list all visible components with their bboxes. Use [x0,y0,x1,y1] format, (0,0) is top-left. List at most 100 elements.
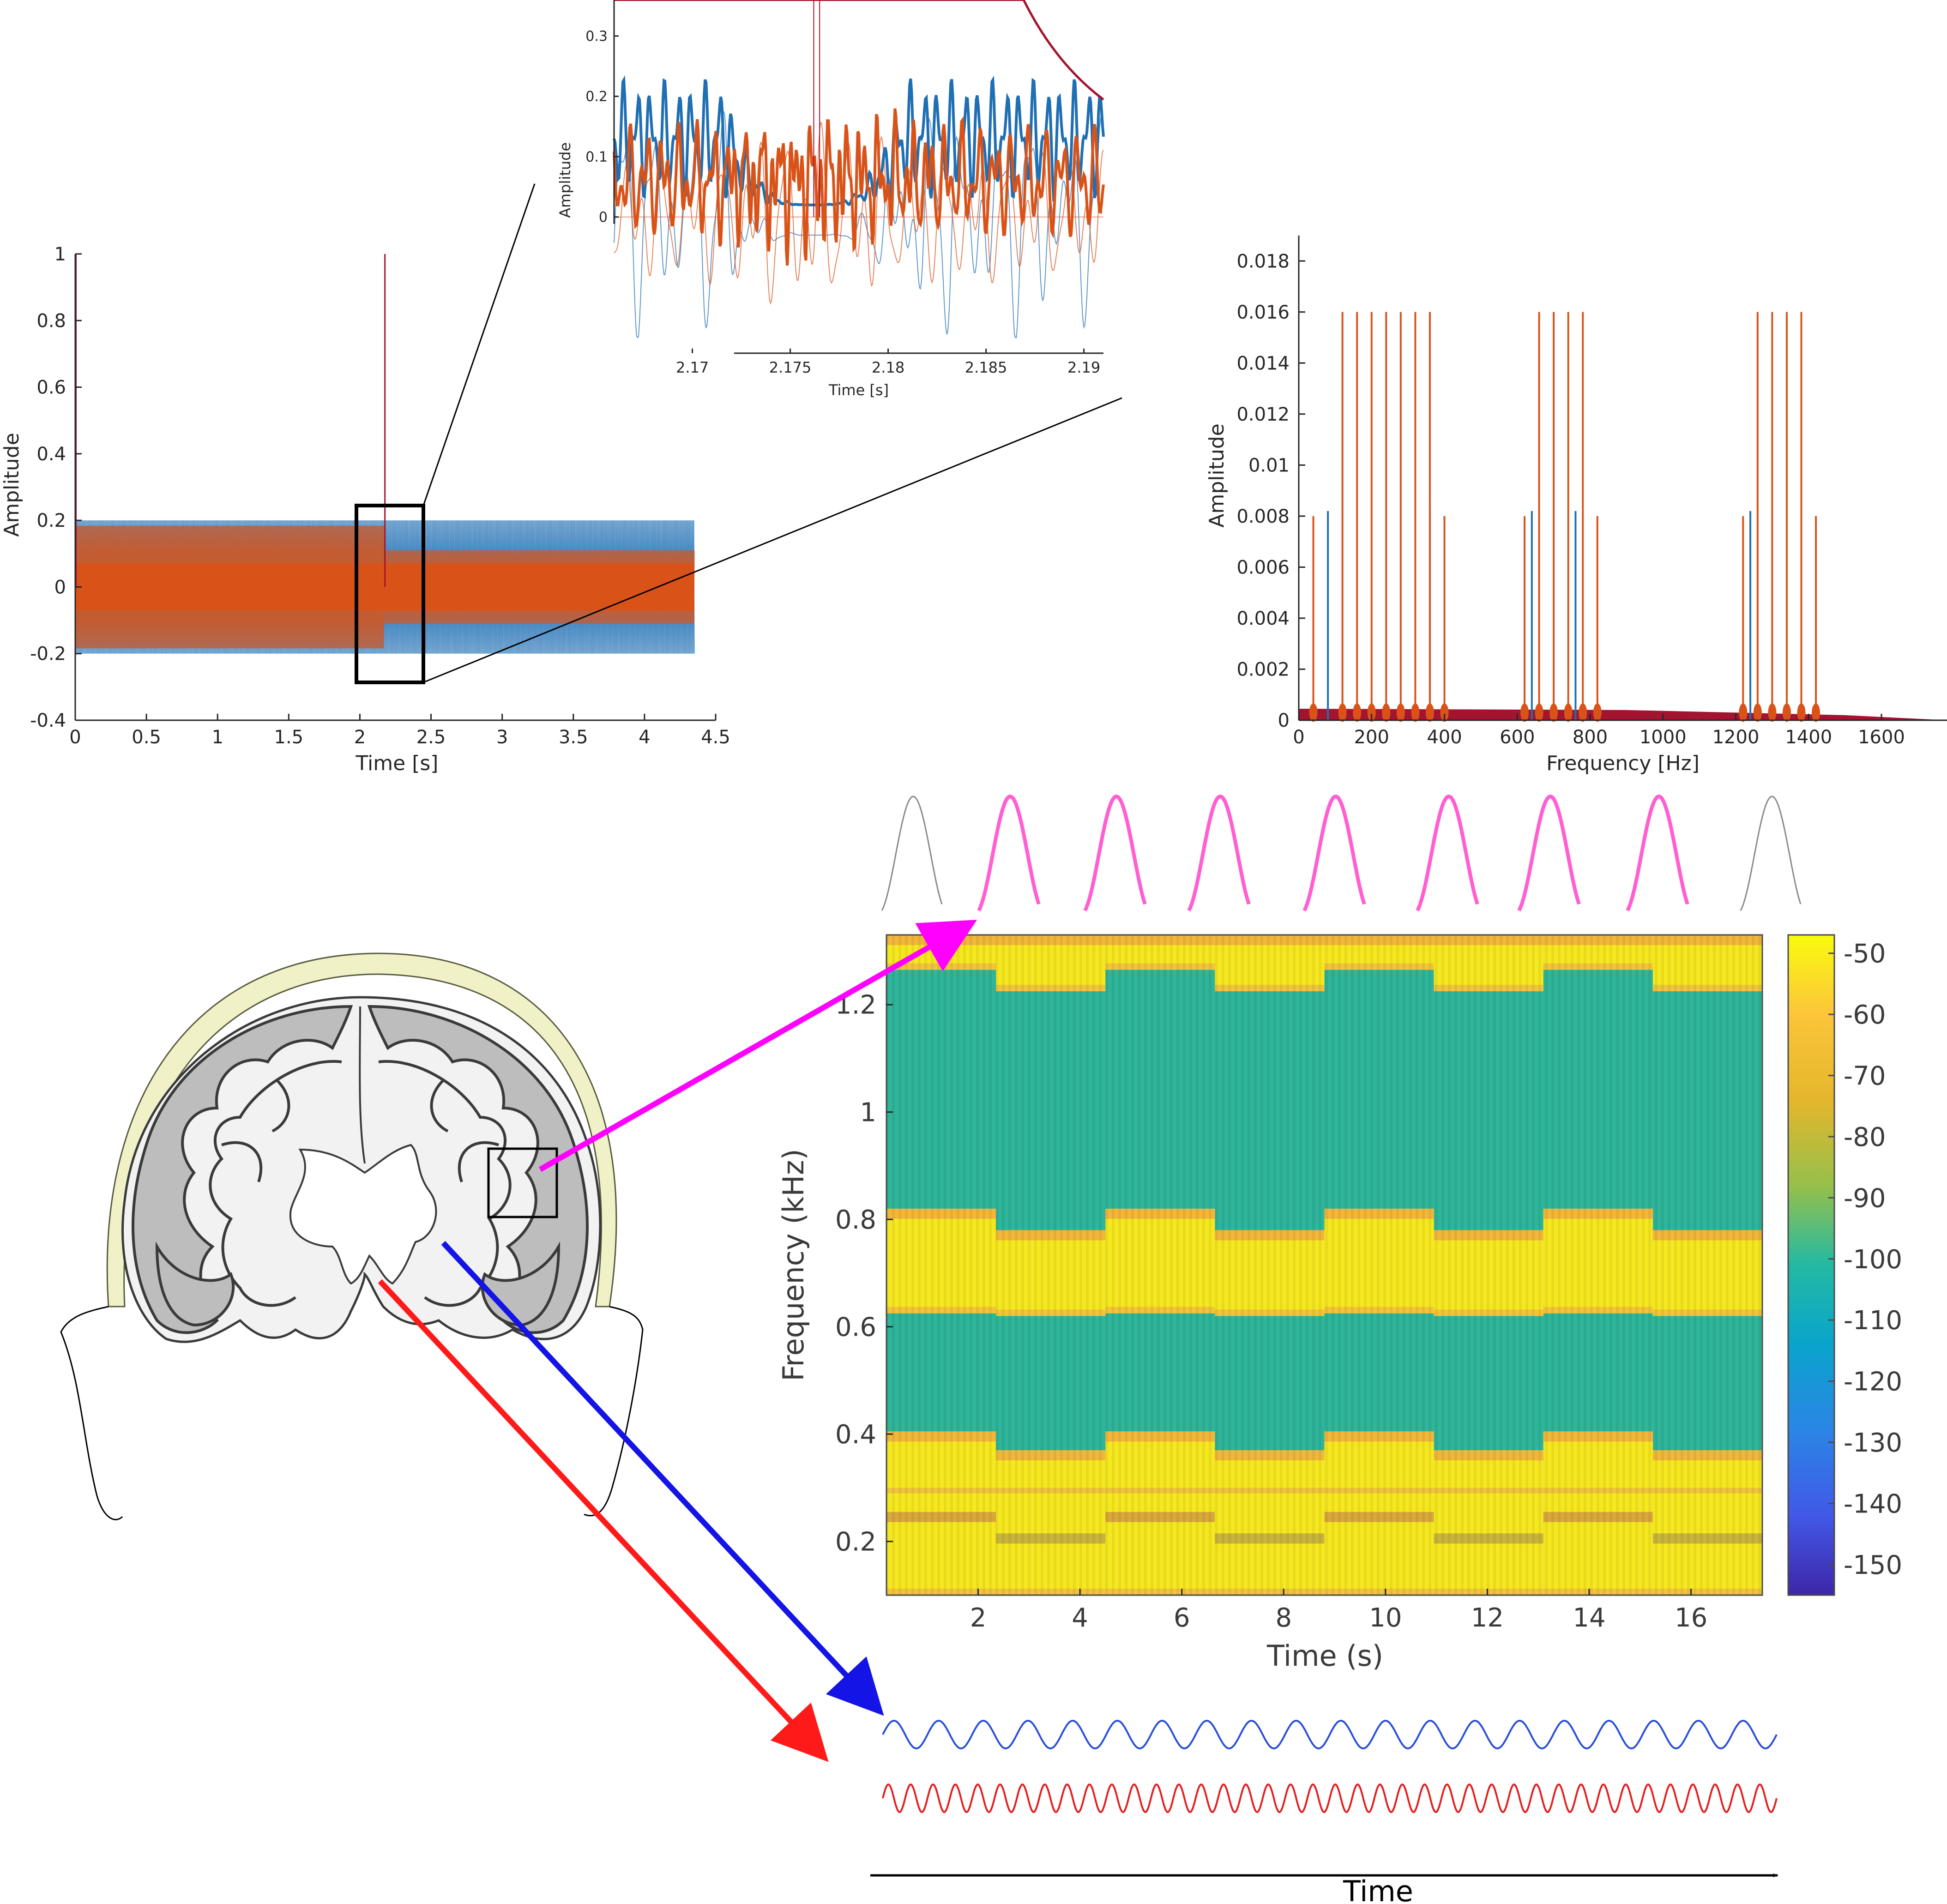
freq-area-dark-red [1299,709,1947,720]
x-tick-label: 2.175 [769,359,812,376]
freq-peak-base [1782,703,1791,722]
blue-oscillation [882,1719,1778,1750]
freq-peak-base [1367,703,1376,722]
spectrogram-frame [886,934,1763,1596]
colorbar-tick-label: -70 [1844,1061,1886,1091]
colorbar-tick-label: -140 [1844,1489,1902,1519]
freq-peak-base [1440,703,1449,722]
y-tick-label: 0.6 [835,1312,876,1342]
pink-wave-segment [1626,795,1689,912]
x-tick-label: 6 [1174,1603,1190,1633]
x-tick-label: 2.5 [416,727,446,748]
freq-peak-base [1425,703,1434,722]
cortex-right-outer [367,1005,589,1334]
x-tick-label: 2 [970,1603,987,1633]
brain-illustration [60,952,644,1520]
y-tick-label: 0.002 [1236,659,1290,680]
blue-arrow [441,1241,884,1716]
x-tick-label: 4 [639,727,650,748]
x-tick-label: 1000 [1640,727,1687,748]
time-plot-y-ticks: -0.4-0.200.20.40.60.81 [30,244,82,731]
x-tick-label: 3 [496,727,508,748]
grey-wave-segment [1740,795,1802,911]
auditory-cortex-box [487,1147,558,1218]
spectrogram-texture [886,935,1762,1595]
y-tick-label: 0.2 [835,1527,876,1557]
y-tick-label: 0.8 [835,1205,876,1235]
y-tick-label: 0.1 [585,149,608,165]
time-plot-x-label: Time [s] [356,752,439,775]
colorbar-tick-label: -80 [1844,1122,1886,1152]
cortex-fold [271,1079,290,1133]
colorbar-tick-label: -110 [1844,1306,1902,1336]
colorbar [1787,934,1835,1596]
freq-peak-base [1309,703,1318,722]
midline [359,1006,366,1164]
freq-peak-base [1338,703,1347,722]
freq-peak-base [1396,703,1405,722]
x-tick-label: 14 [1573,1603,1605,1633]
x-tick-label: 1400 [1785,727,1832,748]
zoom-signal [613,0,1105,338]
x-tick-label: 0 [1293,727,1304,748]
freq-plot-y-label: Amplitude [1205,423,1229,527]
freq-peak-base [1411,703,1420,722]
x-tick-label: 1600 [1858,727,1905,748]
cortex-left-temporal [155,1241,235,1327]
cortex-fold [221,1141,263,1182]
freq-peak-base [1549,703,1558,722]
y-tick-label: -0.2 [30,644,66,665]
freq-peak-base [1579,703,1587,722]
y-tick-label: 0.3 [585,29,608,45]
magenta-arrow [539,920,977,1172]
zoom-plot-x-label: Time [s] [828,381,889,399]
zoom-envelope-orange [613,108,1105,266]
pink-wave-segment [977,795,1041,912]
x-tick-label: 2.18 [872,359,904,376]
time-arrow-label: Time [1343,1874,1413,1904]
x-tick-label: 2.19 [1067,359,1100,376]
cortex-left-inner [209,1060,342,1307]
spectrogram-y-ticks: 0.20.40.60.811.2 [835,990,893,1557]
y-tick-label: 0.6 [36,377,66,398]
x-tick-label: 200 [1354,727,1389,748]
head-outline [60,1306,123,1520]
colorbar-tick-label: -50 [1844,939,1886,969]
x-tick-label: 4 [1072,1603,1088,1633]
freq-peak-base [1768,703,1777,722]
x-tick-label: 400 [1427,727,1462,748]
spectrogram-image [886,935,1762,1595]
skull-outline [106,952,617,1307]
spectrogram-x-label: Time (s) [1266,1639,1383,1673]
zoom-peak-dark-red [614,0,1104,101]
colorbar-tick-label: -90 [1844,1183,1886,1213]
zoom-connector-line [423,397,1122,683]
freq-signal [1299,312,1947,722]
x-tick-label: 0 [69,727,81,748]
y-tick-label: 0.004 [1236,608,1290,629]
x-tick-label: 16 [1675,1603,1707,1633]
freq-peak-base [1593,703,1602,722]
x-tick-label: 4.5 [701,727,730,748]
y-tick-label: 0.006 [1236,557,1290,578]
colorbar-tick-label: -150 [1844,1550,1902,1580]
y-tick-label: 1 [860,1097,876,1127]
x-tick-label: 800 [1573,727,1608,748]
y-tick-label: 0 [54,577,66,598]
x-tick-label: 2 [354,727,366,748]
red-arrow [378,1279,829,1762]
ventricle [289,1144,437,1285]
y-tick-label: 1 [54,244,66,265]
x-tick-label: 10 [1369,1603,1402,1633]
y-tick-label: 0.4 [835,1420,876,1450]
x-tick-label: 1.5 [274,727,304,748]
colorbar-tick-label: -130 [1844,1428,1902,1458]
